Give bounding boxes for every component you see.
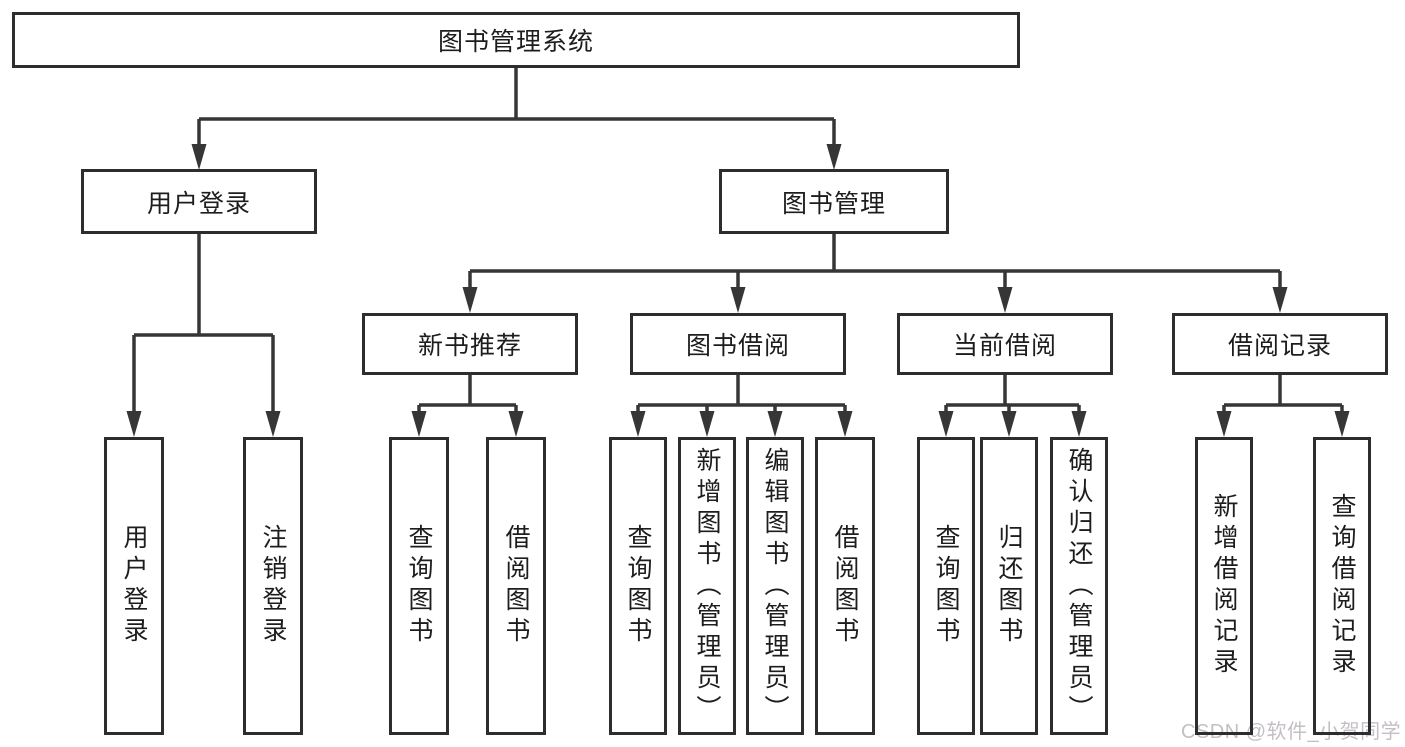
leaf-borrow-edit-books-admin: 编辑图书（管理员） [746,437,804,735]
node-current-borrowing: 当前借阅 [897,313,1113,375]
node-root-library-management-system: 图书管理系统 [12,12,1020,68]
leaf-current-return-books: 归还图书 [980,437,1038,735]
leaf-recommend-borrow-books: 借阅图书 [486,437,546,735]
leaf-records-query-borrow-record: 查询借阅记录 [1313,437,1371,735]
csdn-watermark: CSDN @软件_小贺同学 [1181,721,1402,743]
node-borrowing-records: 借阅记录 [1172,313,1388,375]
leaf-logout-login: 注销登录 [243,437,303,735]
leaf-records-add-borrow-record: 新增借阅记录 [1195,437,1253,735]
node-book-borrowing: 图书借阅 [630,313,846,375]
leaf-borrow-add-books-admin: 新增图书（管理员） [678,437,736,735]
leaf-user-login: 用户登录 [104,437,164,735]
leaf-current-confirm-return-admin: 确认归还（管理员） [1050,437,1108,735]
node-book-management: 图书管理 [719,169,949,234]
leaf-current-query-books: 查询图书 [917,437,975,735]
leaf-borrow-borrow-books: 借阅图书 [815,437,875,735]
node-user-login: 用户登录 [81,169,317,234]
leaf-recommend-query-books: 查询图书 [389,437,449,735]
leaf-borrow-query-books: 查询图书 [609,437,667,735]
node-new-book-recommend: 新书推荐 [362,313,578,375]
